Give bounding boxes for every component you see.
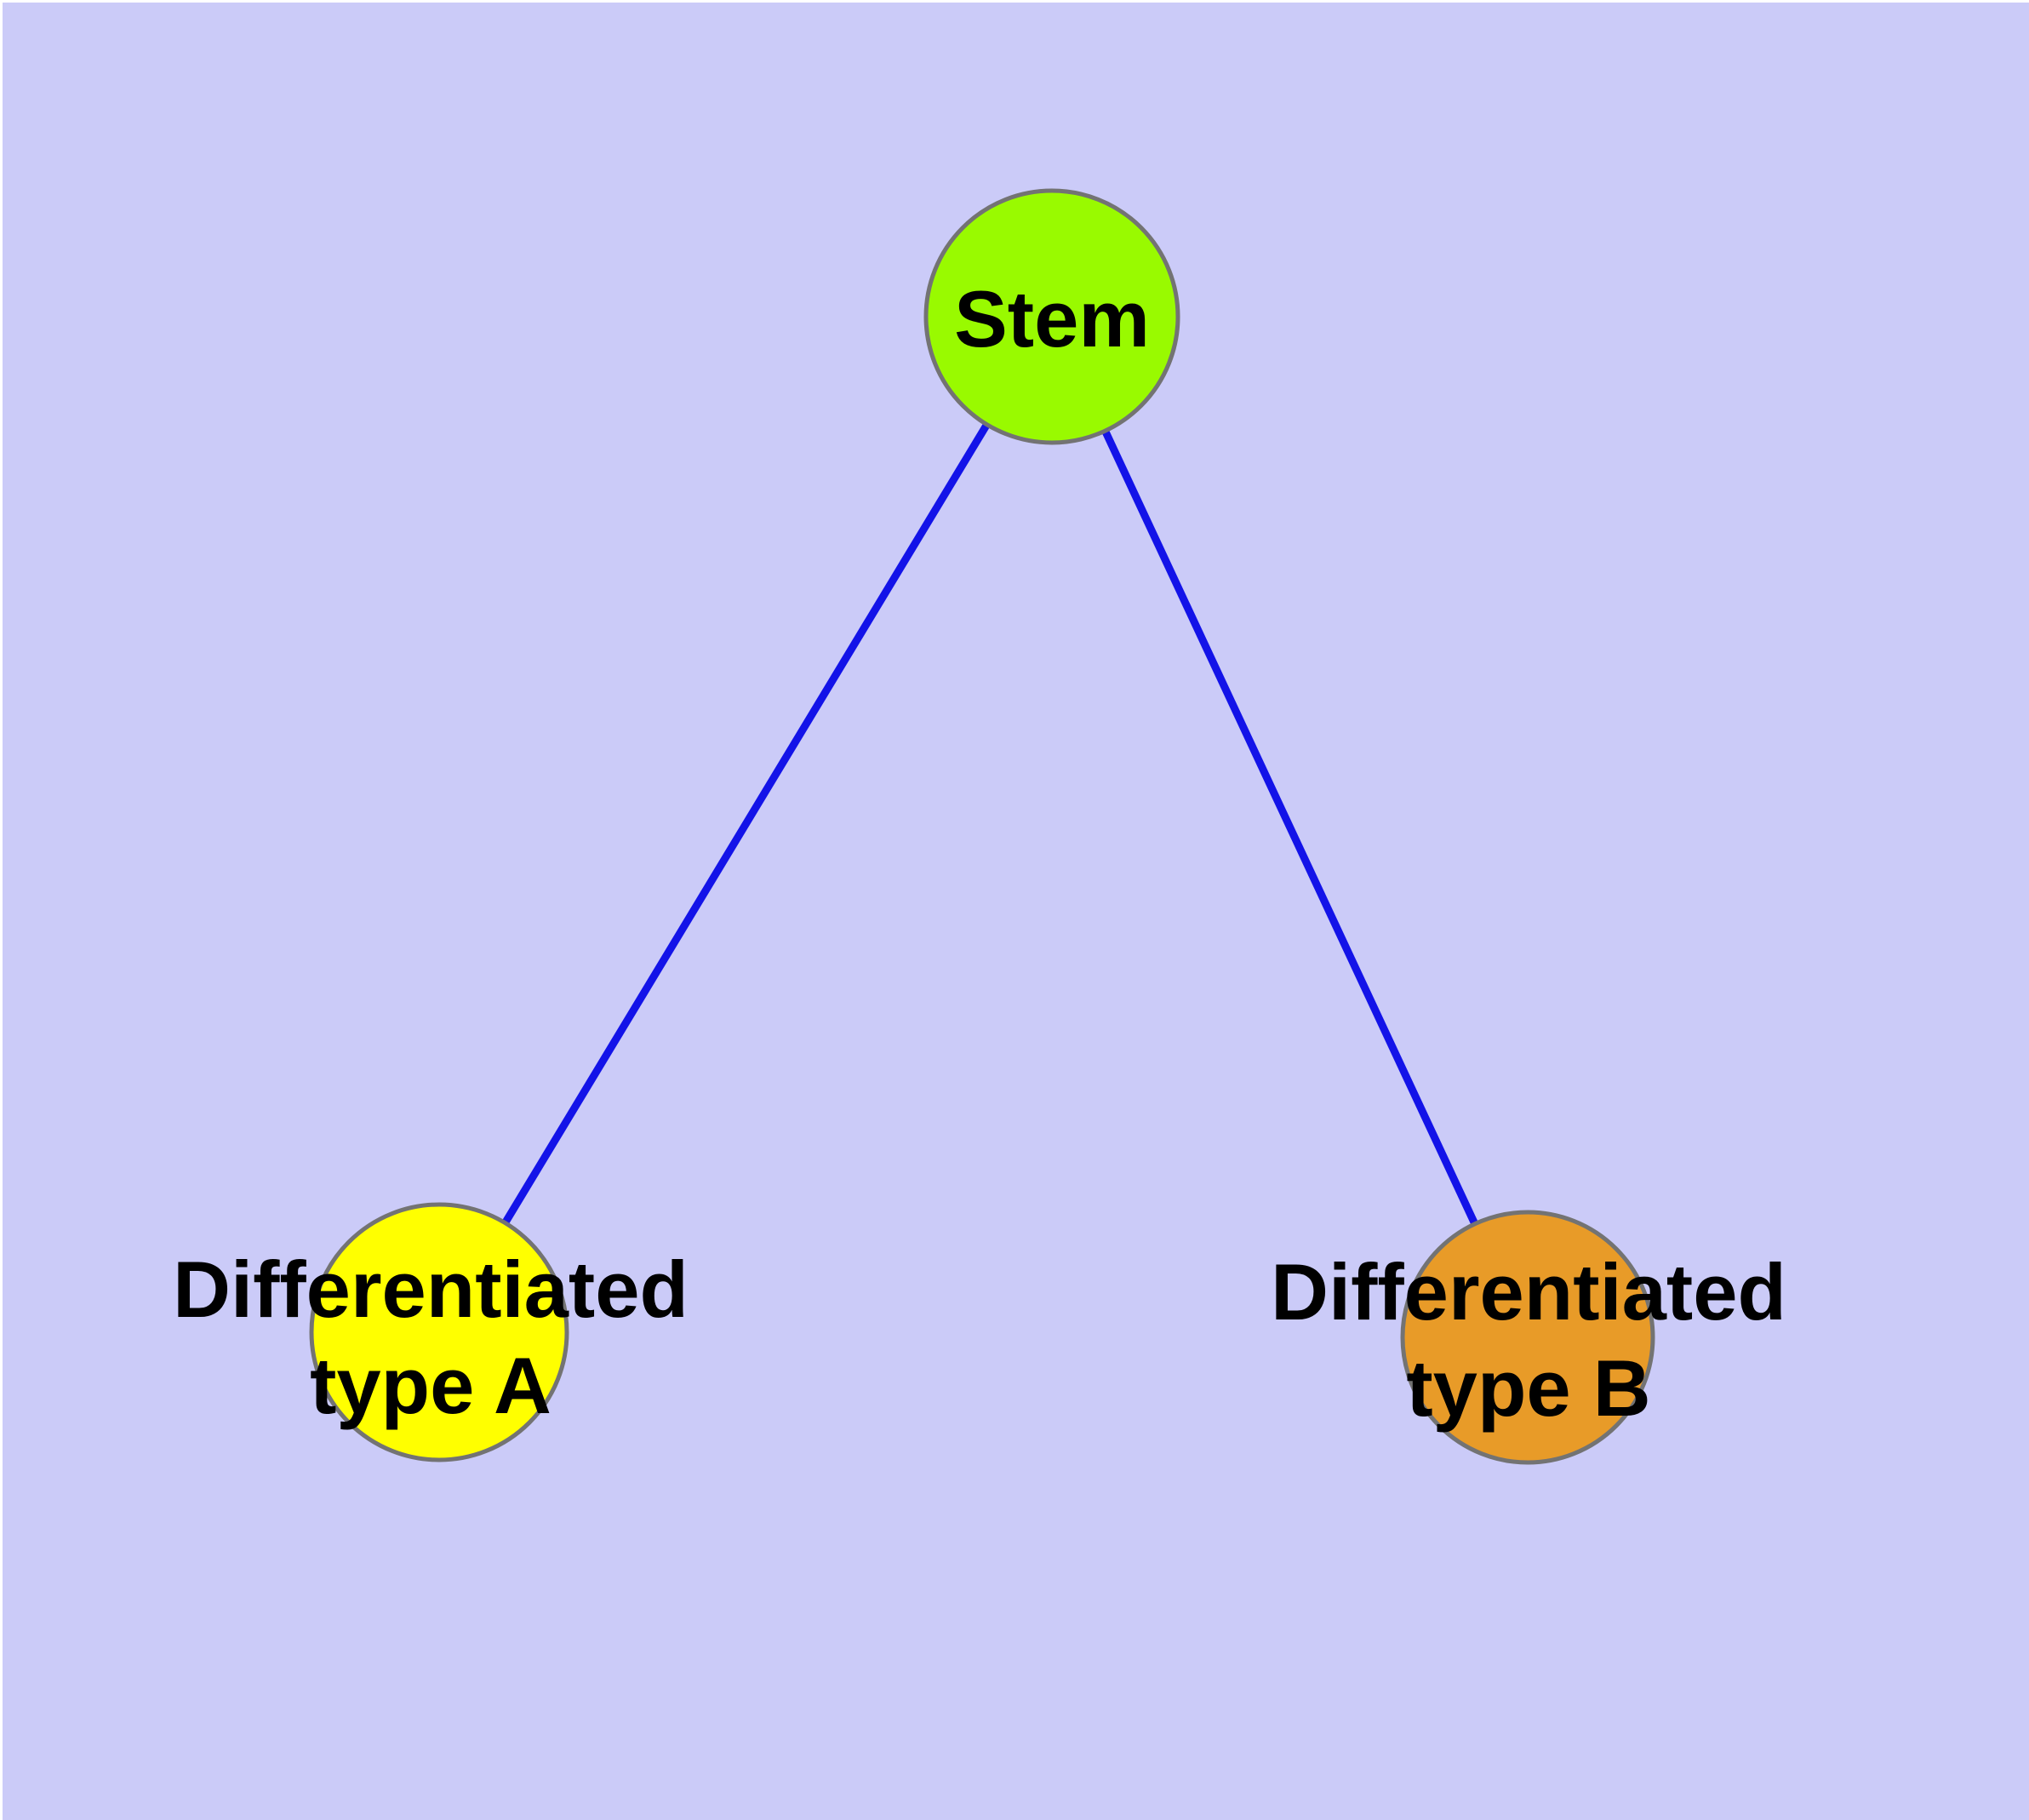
node-label-type-a-line1: Differentiated bbox=[173, 1245, 689, 1334]
node-label-type-b-line1: Differentiated bbox=[1271, 1247, 1786, 1336]
screen-edge-top bbox=[0, 0, 2029, 3]
screen-edge-left bbox=[0, 0, 3, 1820]
node-differentiated-type-b bbox=[1400, 1210, 1655, 1465]
node-label-type-a-line2: type A bbox=[310, 1341, 552, 1430]
edge-stem-to-type-b bbox=[1048, 315, 1532, 1339]
node-label-stem: Stem bbox=[954, 274, 1150, 363]
node-label-type-b-line2: type B bbox=[1406, 1343, 1650, 1433]
edge-stem-to-type-a bbox=[436, 314, 1055, 1335]
node-stem bbox=[923, 188, 1180, 445]
node-differentiated-type-a bbox=[309, 1202, 569, 1462]
